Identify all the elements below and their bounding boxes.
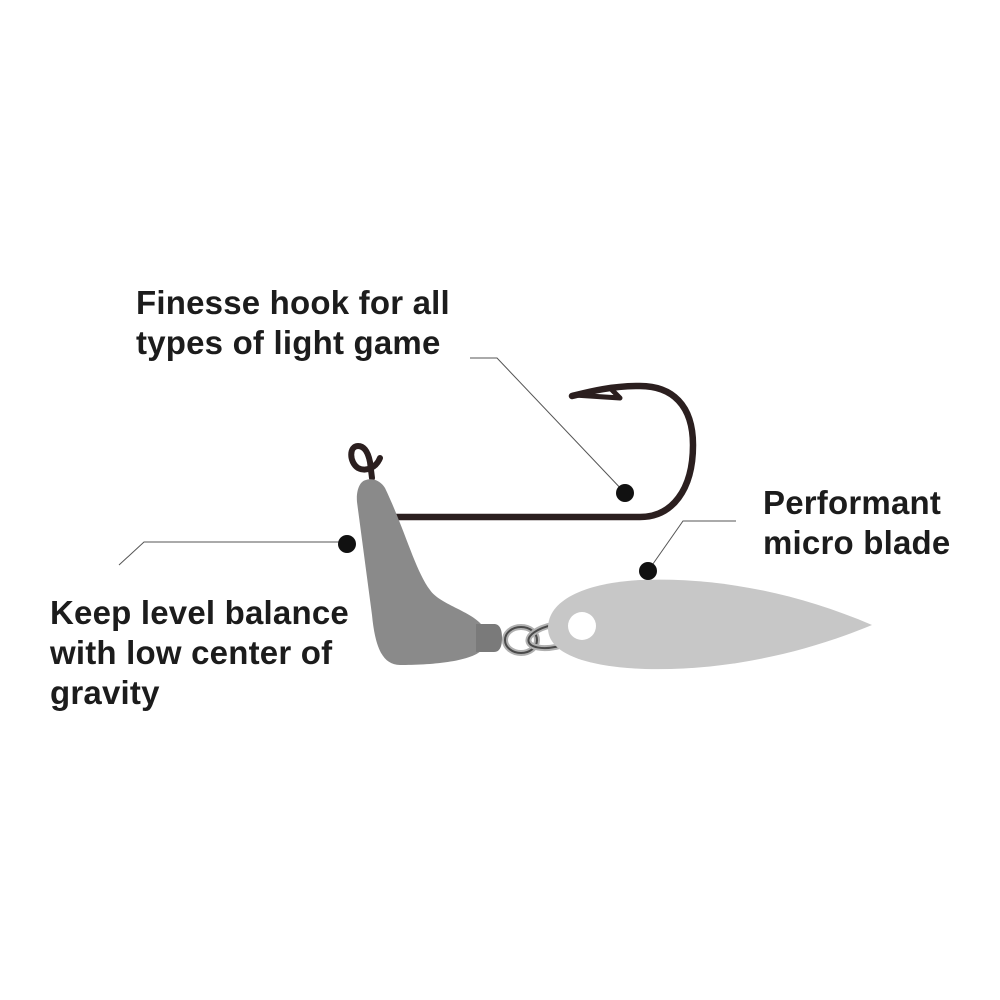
callout-hook: Finesse hook for all types of light game — [136, 283, 450, 363]
callout-text-line: Keep level balance — [50, 594, 349, 631]
line-tie — [476, 624, 502, 652]
jig-head-sinker — [356, 479, 484, 665]
callout-text-line: Performant — [763, 484, 942, 521]
callout-text-line: micro blade — [763, 524, 951, 561]
callout-blade: Performant micro blade — [763, 483, 950, 563]
hook-barb — [571, 387, 623, 401]
hook-shank — [378, 382, 697, 521]
callout-dot-balance — [338, 535, 356, 553]
callout-text-line: gravity — [50, 674, 160, 711]
callout-text-line: with low center of — [50, 634, 333, 671]
callout-balance: Keep level balance with low center of gr… — [50, 593, 349, 713]
leader-line-blade — [647, 520, 736, 572]
willow-blade — [548, 579, 872, 670]
leader-line-balance — [118, 541, 347, 566]
blade-hole — [568, 612, 596, 640]
callout-dot-hook — [616, 484, 634, 502]
leader-line-hook — [470, 357, 626, 494]
swivel-ring — [504, 626, 538, 654]
callout-text-line: Finesse hook for all — [136, 284, 450, 321]
callout-dot-blade — [639, 562, 657, 580]
callout-text-line: types of light game — [136, 324, 441, 361]
hook-eye — [348, 443, 383, 481]
